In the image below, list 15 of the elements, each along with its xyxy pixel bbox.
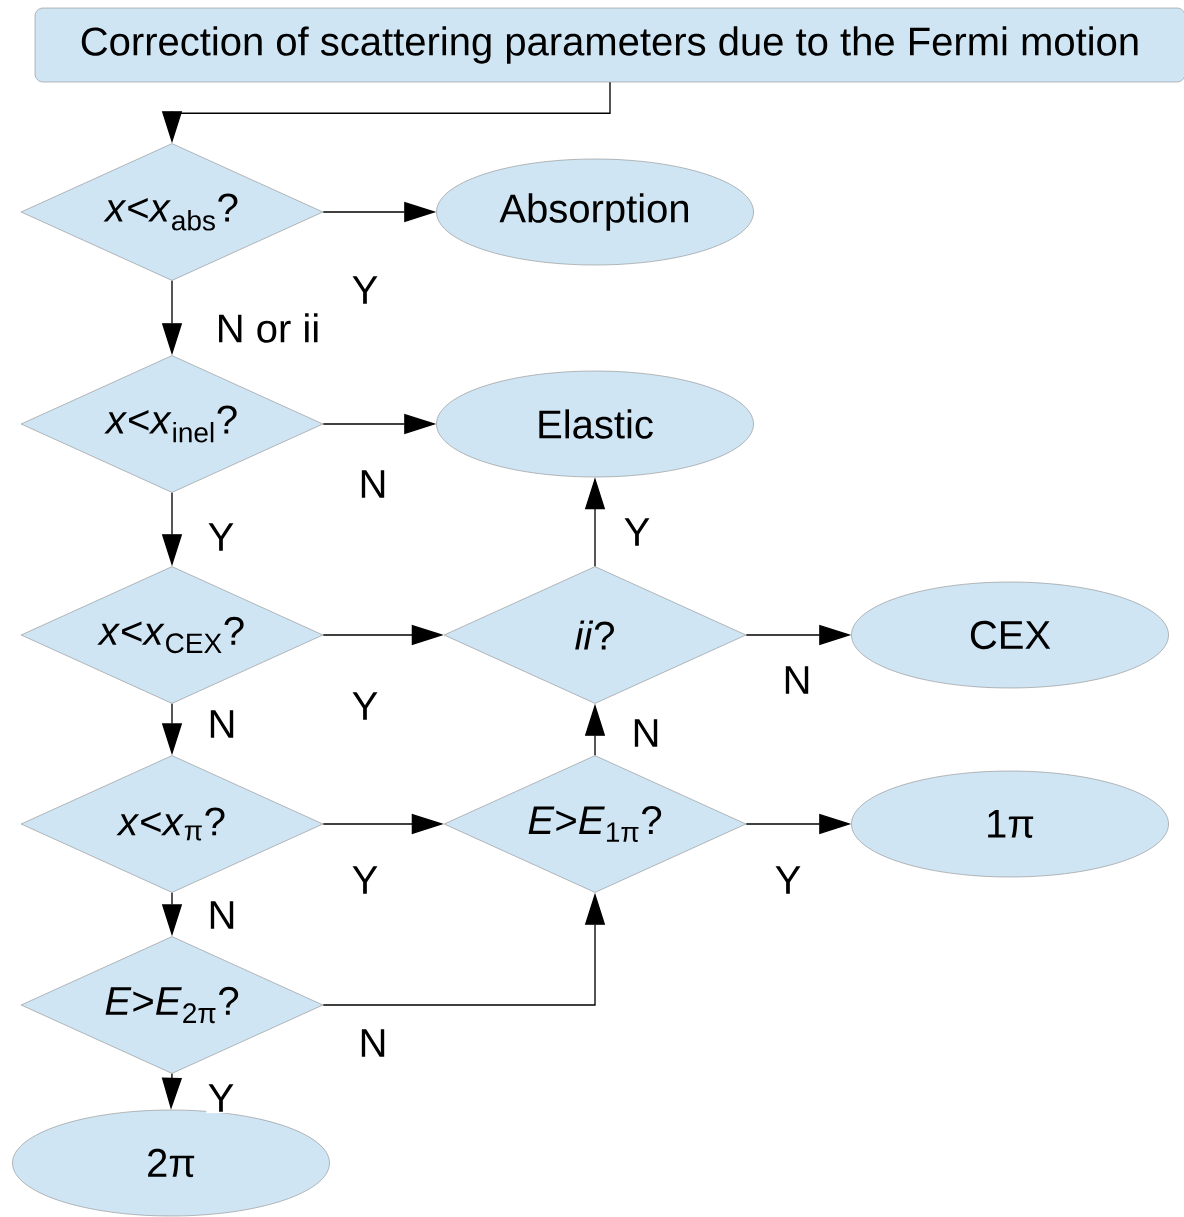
- edge-label: Y: [773, 864, 803, 896]
- edge-label: Y: [622, 516, 652, 548]
- edge-label: N: [206, 708, 238, 740]
- edge-label: N: [357, 1027, 389, 1059]
- edge-label: Y: [350, 864, 380, 896]
- edge-label: N: [206, 899, 238, 931]
- edge-label: N or ii: [214, 312, 322, 345]
- edge-label: Y: [206, 521, 236, 553]
- edge-label: N: [357, 468, 389, 500]
- edge-label: N: [781, 664, 813, 696]
- edge-label: N: [630, 717, 662, 749]
- title-box: Correction of scattering parameters due to the Fermi motion: [34, 7, 1184, 83]
- edge-label: Y: [206, 1082, 236, 1114]
- edge-label: Y: [350, 274, 380, 306]
- edge-label: Y: [350, 690, 380, 722]
